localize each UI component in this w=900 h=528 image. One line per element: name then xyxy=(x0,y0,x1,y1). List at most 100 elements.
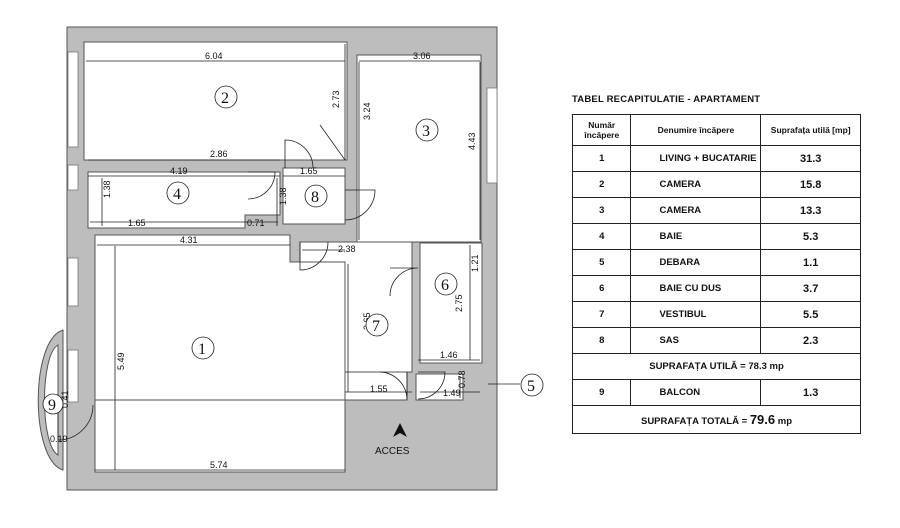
door-room-4 xyxy=(247,171,276,200)
dim-0-41: 0.41 xyxy=(60,390,70,408)
room-7-floor-lower xyxy=(344,371,408,401)
row-number: 7 xyxy=(571,301,632,328)
dim-5-74: 5.74 xyxy=(210,460,228,470)
row-area: 31.3 xyxy=(760,145,861,172)
room-label-6: 6 xyxy=(434,272,458,296)
row-area: 5.5 xyxy=(760,301,861,328)
dim-1-65-baie: 1.65 xyxy=(128,218,146,228)
room-6-floor xyxy=(419,242,483,364)
dim-2-75: 2.75 xyxy=(454,294,464,312)
row-area: 5.3 xyxy=(760,223,861,250)
grand-total-unit: mp xyxy=(777,416,793,427)
row-name: BAIE CU DUS xyxy=(630,275,762,302)
dim-3-24: 3.24 xyxy=(362,102,372,120)
svg-text:7: 7 xyxy=(372,318,380,335)
window-room-2 xyxy=(67,51,79,148)
acces-label: ACCES xyxy=(375,446,410,457)
room-3-floor xyxy=(356,54,482,243)
row-name: LIVING + BUCATARIE xyxy=(630,145,762,172)
room-1-floor-lower xyxy=(94,399,346,473)
door-room-6 xyxy=(389,267,419,297)
dim-1-55: 1.55 xyxy=(370,384,388,394)
svg-text:2: 2 xyxy=(221,90,229,107)
row-number: 2 xyxy=(571,171,632,198)
row-number: 6 xyxy=(571,275,632,302)
svg-text:1: 1 xyxy=(198,341,206,358)
row-area: 2.3 xyxy=(760,327,861,354)
room-label-8: 8 xyxy=(304,184,328,208)
useful-total-cell: SUPRAFAȚA UTILĂ = 78.3 mp xyxy=(572,353,861,380)
door-leaf-room-2 xyxy=(319,124,346,161)
header-area: Suprafața utilă [mp] xyxy=(760,114,861,146)
svg-text:6: 6 xyxy=(441,277,449,294)
dim-4-19: 4.19 xyxy=(170,166,188,176)
room-label-7: 7 xyxy=(365,313,389,337)
door-room-3 xyxy=(344,189,376,221)
dim-4-43: 4.43 xyxy=(467,132,477,150)
dim-1-38-baie: 1.38 xyxy=(102,180,112,198)
dim-2-38: 2.38 xyxy=(338,244,356,254)
room-label-5: 5 xyxy=(520,373,544,397)
room-label-2: 2 xyxy=(214,85,238,109)
room-label-9: 9 xyxy=(42,393,64,415)
row-name: VESTIBUL xyxy=(630,301,762,328)
window-room-1-balcony xyxy=(67,349,79,403)
dim-2-86: 2.86 xyxy=(210,149,228,159)
row-number: 3 xyxy=(571,197,632,224)
dim-1-49: 1.49 xyxy=(443,388,461,398)
floor-plan: 6.04 3.06 2.73 3.24 4.43 2.86 4.19 1.65 … xyxy=(37,26,544,491)
door-room-1 xyxy=(299,241,329,271)
row-area: 13.3 xyxy=(760,197,861,224)
door-entry xyxy=(379,371,408,401)
grand-total-label: SUPRAFAȚA TOTALĂ = xyxy=(640,416,748,427)
room-label-1: 1 xyxy=(191,336,215,360)
summary-table: Număr încăpere Denumire încăpere Suprafa… xyxy=(571,114,861,434)
dim-1-65-sas: 1.65 xyxy=(300,166,318,176)
svg-text:3: 3 xyxy=(422,123,430,140)
window-room-4 xyxy=(67,164,79,191)
grand-total-value: 79.6 xyxy=(749,412,776,427)
window-room-1-upper xyxy=(67,257,79,307)
dim-1-46: 1.46 xyxy=(440,350,458,360)
row-area: 3.7 xyxy=(760,275,861,302)
svg-text:4: 4 xyxy=(173,186,181,203)
row-name: CAMERA xyxy=(630,171,762,198)
row-name: CAMERA xyxy=(630,197,762,224)
grand-total-row: SUPRAFAȚA TOTALĂ = 79.6 mp xyxy=(572,405,861,434)
dim-2-73: 2.73 xyxy=(331,90,341,108)
useful-total-row: SUPRAFAȚA UTILĂ = 78.3 mp xyxy=(572,353,861,380)
row-area: 1.1 xyxy=(760,249,861,276)
grand-total-cell: SUPRAFAȚA TOTALĂ = 79.6 mp xyxy=(572,405,861,434)
row-name: SAS xyxy=(630,327,762,354)
row-area: 15.8 xyxy=(760,171,861,198)
dim-4-31: 4.31 xyxy=(180,235,198,245)
door-room-2 xyxy=(284,139,314,169)
room-label-4: 4 xyxy=(166,181,190,205)
door-room-5 xyxy=(417,371,446,400)
row-number: 1 xyxy=(571,145,632,172)
dim-0-78: 0.78 xyxy=(457,370,467,388)
table-row: 9 BALCON 1.3 xyxy=(571,379,861,406)
header-number: Număr încăpere xyxy=(571,114,632,146)
svg-text:9: 9 xyxy=(48,397,56,414)
row-number: 5 xyxy=(571,249,632,276)
dimension-lines xyxy=(86,44,520,471)
row-number: 8 xyxy=(571,327,632,354)
dim-0-71: 0.71 xyxy=(247,218,265,228)
table-title: TABEL RECAPITULATIE - APARTAMENT xyxy=(572,94,761,105)
dim-1-38-sas: 1.38 xyxy=(278,187,288,205)
table-header-row: Număr încăpere Denumire încăpere Suprafa… xyxy=(571,114,861,146)
dim-6-04: 6.04 xyxy=(205,51,223,61)
balcony-number: 9 xyxy=(571,379,632,406)
row-number: 4 xyxy=(571,223,632,250)
header-name: Denumire încăpere xyxy=(630,114,762,146)
dim-0-19: 0.19 xyxy=(50,434,68,444)
